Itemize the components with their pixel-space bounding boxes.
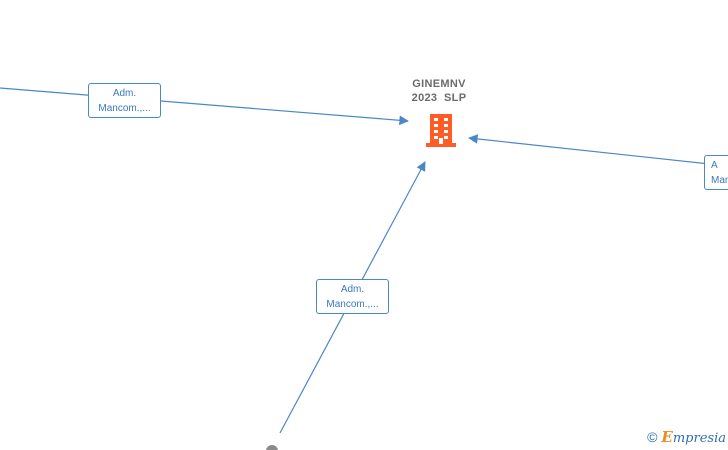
company-name-line2: 2023 SLP <box>411 92 467 104</box>
watermark: © Empresia <box>647 428 726 446</box>
edge-label-left-line1: Adm. <box>112 88 137 99</box>
edge-label-right-line2: Man <box>711 175 728 186</box>
edge-label-bottom-line1: Adm. <box>340 284 365 295</box>
brand-initial: E <box>661 428 673 446</box>
company-name-line1: GINEMNV <box>412 78 466 90</box>
company-name[interactable]: GINEMNV 2023 SLP <box>389 77 489 105</box>
brand-logo: Empresia <box>661 428 726 446</box>
building-icon[interactable] <box>424 112 458 148</box>
edge-label-left[interactable]: Adm. Mancom.,... <box>88 83 161 118</box>
person-node[interactable] <box>266 445 278 450</box>
edge-line-left <box>0 87 409 126</box>
edge-label-left-line2: Mancom.,... <box>98 103 151 114</box>
edge-label-right[interactable]: A Man <box>704 155 728 190</box>
edge-label-right-line1: A <box>711 160 718 171</box>
copyright-icon: © <box>647 429 658 445</box>
brand-rest: mpresia <box>672 431 726 446</box>
edge-line-right <box>468 134 728 167</box>
edge-label-bottom-line2: Mancom.,... <box>326 299 379 310</box>
edge-label-bottom[interactable]: Adm. Mancom.,... <box>316 279 389 314</box>
